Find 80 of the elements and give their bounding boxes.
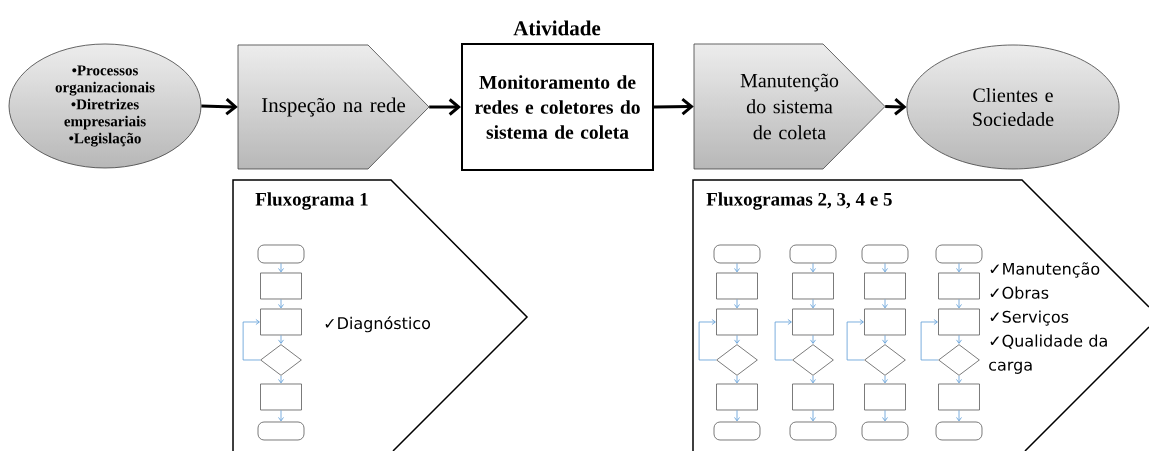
process-box — [716, 308, 758, 336]
decision-diamond — [716, 344, 758, 376]
terminal-shape — [935, 421, 983, 441]
arrow — [429, 98, 461, 116]
decision-diamond — [792, 344, 834, 376]
terminal-shape — [257, 421, 305, 441]
decision-diamond — [864, 344, 906, 376]
arrow — [654, 97, 694, 116]
arrow — [278, 375, 284, 384]
process-box — [864, 272, 906, 300]
process-box — [716, 383, 758, 411]
node-label: Atividade — [513, 20, 601, 36]
pentagon-node: Inspeção na rede — [237, 44, 430, 170]
arrow — [734, 335, 740, 344]
arrow — [810, 375, 816, 384]
node-label: ✓Obras — [990, 286, 1049, 299]
process-box — [792, 272, 834, 300]
process-box — [792, 308, 834, 336]
arrow — [734, 410, 740, 422]
arrow — [920, 319, 939, 361]
arrow — [810, 299, 816, 309]
process-box — [864, 308, 906, 336]
terminal-shape — [789, 421, 837, 441]
arrow — [882, 263, 888, 273]
pentagon-panel — [232, 179, 529, 451]
arrow — [810, 410, 816, 422]
decision-diamond — [938, 344, 980, 376]
process-box — [260, 272, 302, 300]
process-box — [792, 383, 834, 411]
arrow — [956, 299, 962, 309]
node-label: ✓Qualidade da carga — [989, 334, 1107, 374]
process-box — [864, 383, 906, 411]
arrow — [956, 375, 962, 384]
arrow — [278, 335, 284, 344]
arrow — [774, 319, 793, 361]
process-box — [938, 383, 980, 411]
arrow — [882, 299, 888, 309]
activity-box: Atividade Monitoramento de redes e coletores do sistema de coleta — [461, 20, 654, 171]
arrow — [956, 410, 962, 422]
terminal-shape — [861, 244, 909, 264]
terminal-shape — [713, 244, 761, 264]
process-box — [938, 308, 980, 336]
arrow — [956, 263, 962, 273]
terminal-shape — [935, 244, 983, 264]
arrow — [242, 319, 261, 361]
arrow — [882, 335, 888, 344]
terminal-shape — [789, 244, 837, 264]
process-box — [260, 308, 302, 336]
arrow — [882, 375, 888, 384]
arrow — [734, 263, 740, 273]
terminal-shape — [861, 421, 909, 441]
node-label: ✓Serviços — [990, 310, 1069, 326]
panel-heading: Fluxogramas 2, 3, 4 e 5 — [706, 192, 892, 210]
ellipse-node: •Processos organizacionais •Diretrizes empresariais •Legislação — [8, 43, 202, 169]
terminal-shape — [713, 421, 761, 441]
arrow — [278, 299, 284, 309]
arrow — [734, 299, 740, 309]
terminal-shape — [257, 244, 305, 264]
arrow — [846, 319, 865, 361]
pentagon-node: Manutenção do sistema de coleta — [693, 43, 886, 170]
decision-diamond — [260, 344, 302, 376]
arrow — [278, 410, 284, 422]
pentagon-panel — [692, 179, 1149, 451]
arrow — [810, 263, 816, 273]
process-box — [938, 272, 980, 300]
arrow — [698, 319, 717, 361]
arrow — [278, 263, 284, 273]
arrow — [734, 375, 740, 384]
process-box — [716, 272, 758, 300]
panel-heading: Fluxograma 1 — [255, 192, 368, 210]
node-label: ✓Manutenção — [990, 262, 1100, 278]
arrow — [201, 98, 238, 116]
arrow — [810, 335, 816, 344]
checklist: ✓Diagnóstico — [325, 316, 431, 333]
ellipse-node: Clientes e Sociedade — [906, 44, 1120, 170]
arrow — [882, 410, 888, 422]
arrow — [956, 335, 962, 344]
process-box — [260, 383, 302, 411]
checklist: ✓Manutenção ✓Obras ✓Serviços ✓Qualidade da carga — [989, 262, 1107, 374]
arrow — [885, 98, 907, 116]
